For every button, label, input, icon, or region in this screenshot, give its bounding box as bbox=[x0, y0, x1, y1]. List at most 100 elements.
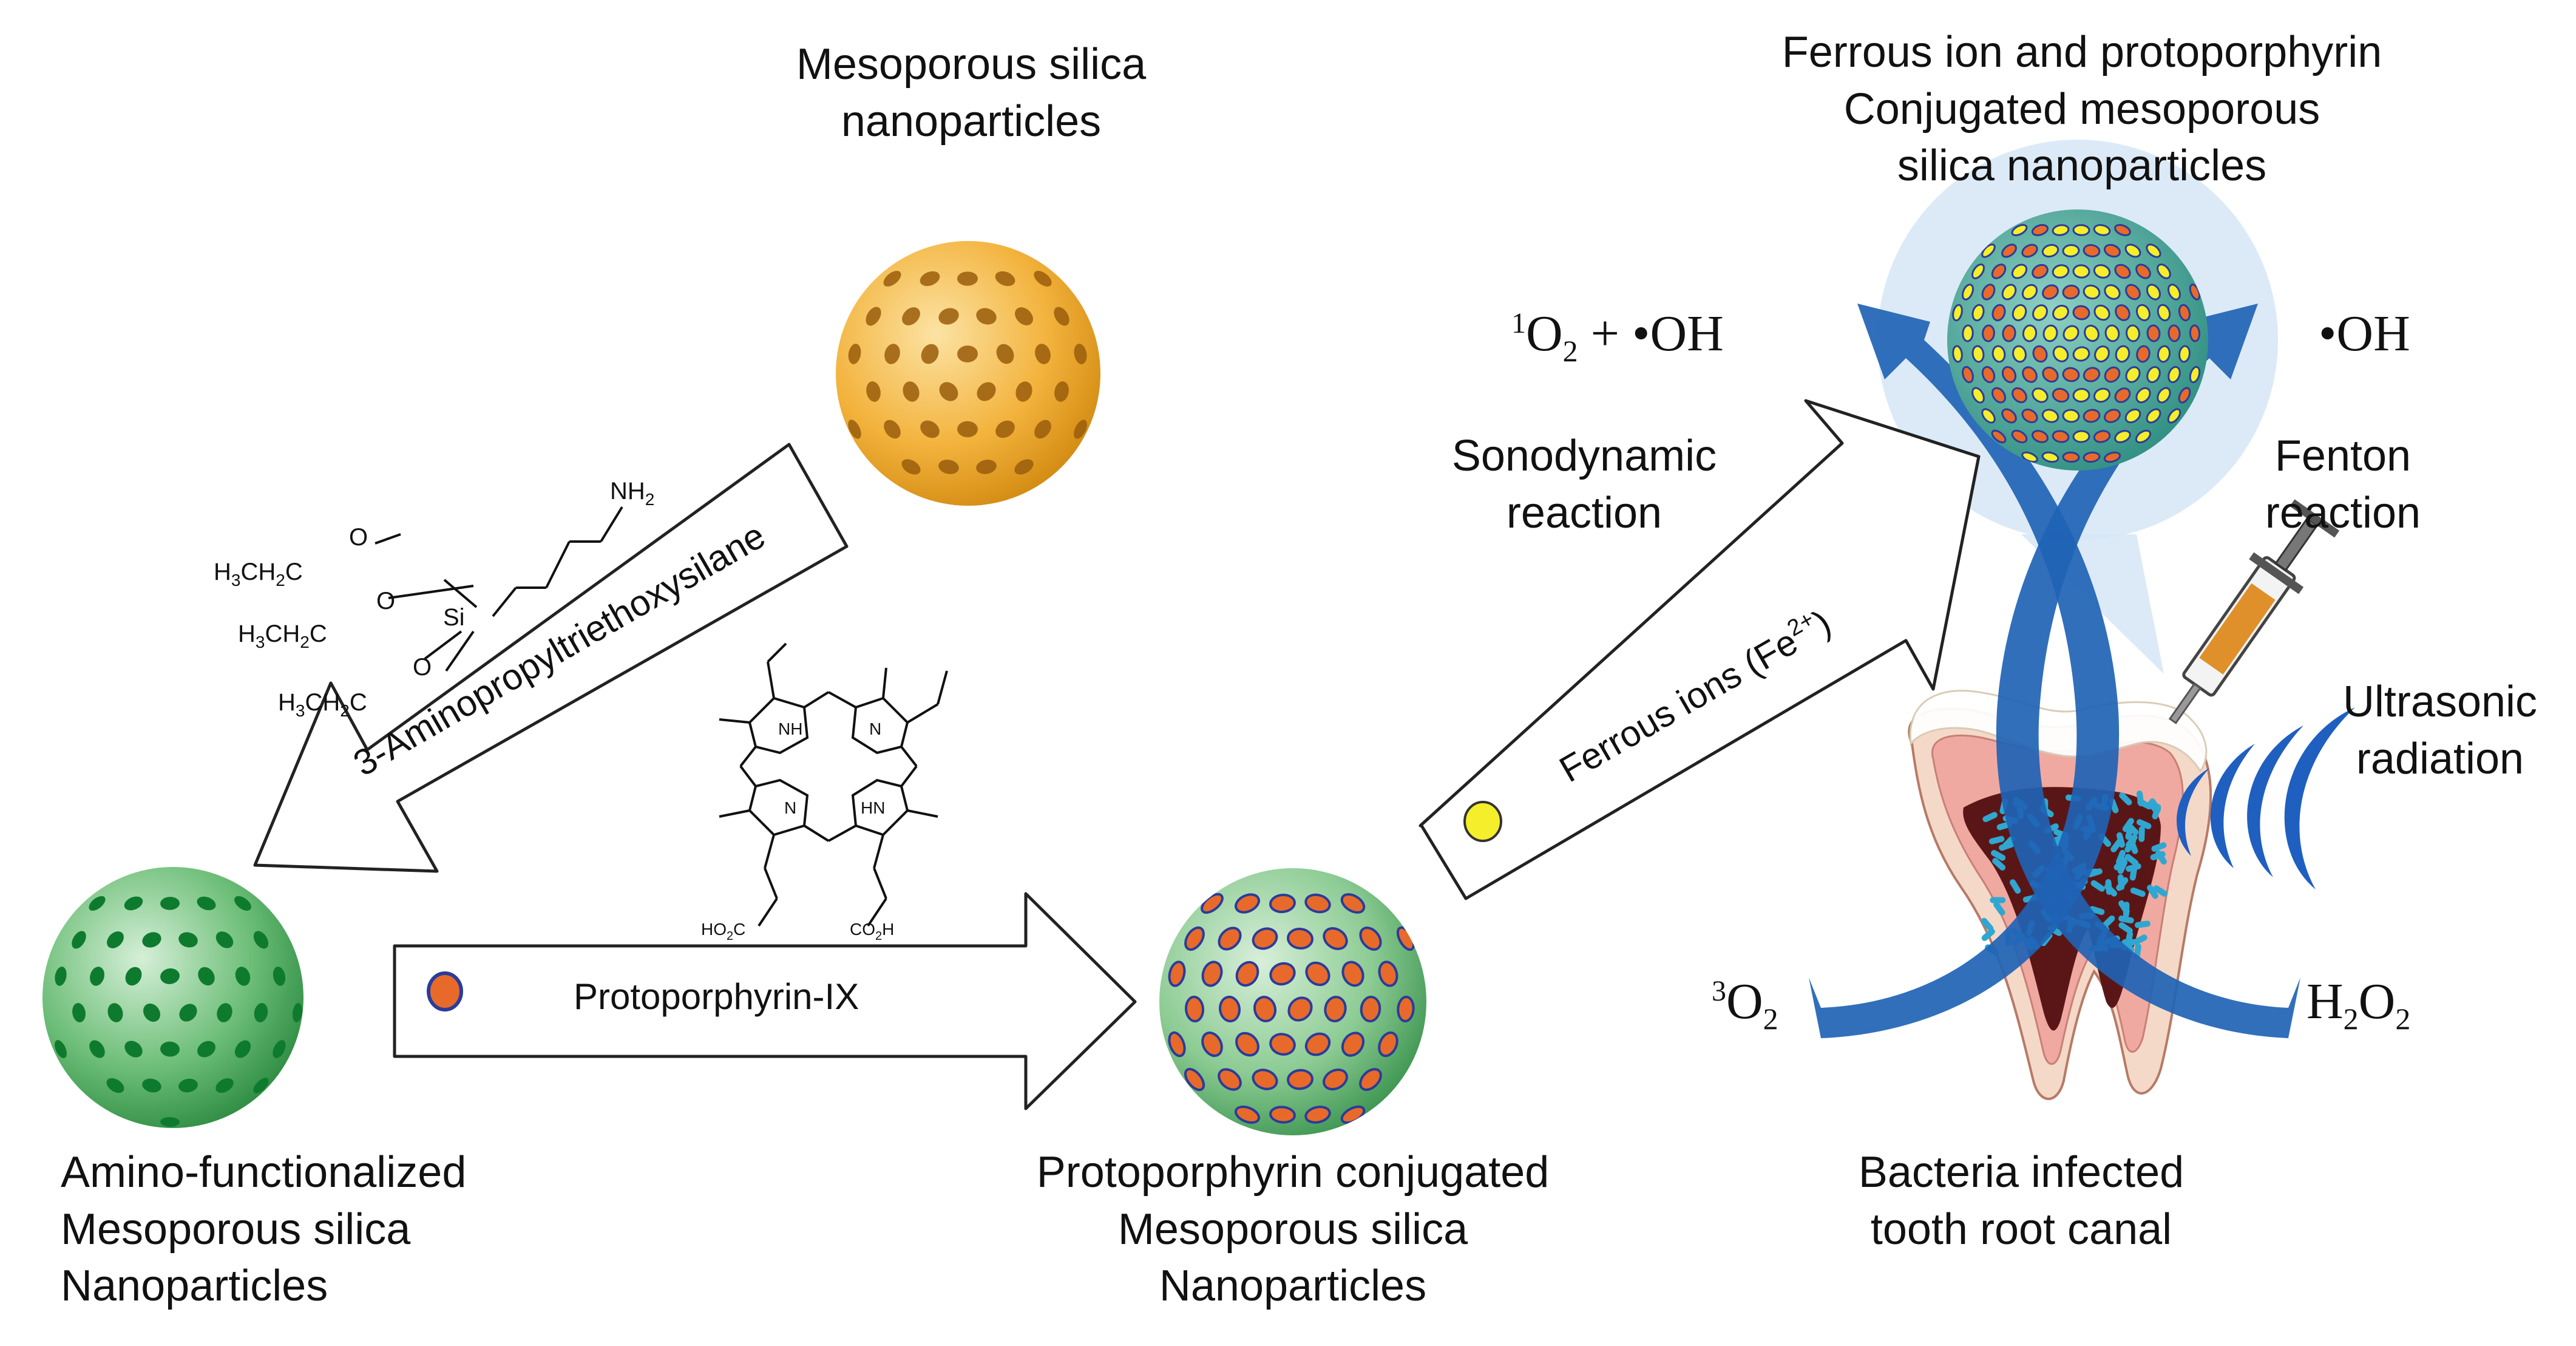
ppix-dot bbox=[2178, 387, 2191, 404]
ppix-dot bbox=[1287, 996, 1313, 1022]
bacterium bbox=[2121, 939, 2135, 953]
ppix-dot bbox=[2052, 387, 2070, 403]
pore-dot bbox=[1014, 459, 1034, 475]
ppix-dot bbox=[1359, 1068, 1382, 1091]
pore-dot bbox=[848, 420, 861, 439]
ppix-dot bbox=[1360, 996, 1381, 1022]
pore-dot bbox=[106, 1078, 124, 1093]
ferrous-dot bbox=[1971, 304, 1985, 322]
ppix-dot bbox=[2083, 451, 2101, 463]
pore-dot bbox=[179, 1004, 197, 1022]
ppix-dot bbox=[1234, 1105, 1261, 1124]
ppix-dot bbox=[2021, 243, 2038, 258]
ppix-dot bbox=[2002, 324, 2016, 342]
pore-dot bbox=[866, 307, 881, 326]
pore-dot bbox=[198, 967, 215, 986]
ferrous-dot bbox=[2178, 345, 2191, 363]
pore-dot bbox=[938, 460, 959, 474]
ferrous-dot bbox=[2126, 324, 2140, 342]
ppix-dot bbox=[2103, 243, 2121, 258]
ferrous-dot bbox=[2052, 305, 2069, 321]
ppix-dot bbox=[1219, 996, 1241, 1022]
ferrous-dot bbox=[2146, 243, 2161, 258]
ferrous-dot bbox=[2146, 408, 2161, 424]
ferrous-dot bbox=[1971, 263, 1985, 279]
label-protoporphyrin-conjugated: Protoporphyrin conjugated Mesoporous sil… bbox=[1036, 1148, 1550, 1311]
ppix-dot bbox=[1201, 960, 1223, 987]
ferrous-dot bbox=[2157, 263, 2171, 279]
ferrous-dot bbox=[2084, 324, 2100, 342]
ferrous-dot bbox=[1971, 387, 1985, 404]
bacterium bbox=[2147, 885, 2158, 899]
ppix-dot bbox=[1252, 1069, 1278, 1090]
bacterium bbox=[2118, 915, 2134, 923]
ppix-dot bbox=[1304, 1032, 1331, 1056]
label-ferrous-conjugated: Ferrous ion and protoporphyrin Conjugate… bbox=[1781, 28, 2382, 191]
bacterium bbox=[1992, 858, 2006, 871]
bacterium bbox=[2136, 790, 2144, 807]
bacterium bbox=[2010, 879, 2021, 894]
bacterium bbox=[2124, 854, 2139, 866]
ppix-dot bbox=[2104, 366, 2121, 383]
ppix-dot bbox=[1304, 1106, 1331, 1124]
pore-dot bbox=[90, 967, 104, 986]
pore-dot bbox=[89, 1040, 105, 1058]
bacterium bbox=[2105, 879, 2112, 895]
ferrous-dot bbox=[2021, 284, 2038, 301]
bacterium bbox=[1988, 835, 2005, 845]
ferrous-dot bbox=[1981, 243, 1996, 258]
ferrous-dot bbox=[2157, 345, 2171, 363]
ferrous-dot bbox=[2001, 284, 2017, 301]
ferrous-dot bbox=[2062, 325, 2079, 342]
bacterium bbox=[1993, 902, 2005, 916]
ppix-dot bbox=[2189, 324, 2201, 342]
ferrous-dot bbox=[2072, 388, 2090, 403]
pore-dot bbox=[976, 308, 997, 325]
svg-text:HN: HN bbox=[861, 798, 885, 817]
bacterium bbox=[1990, 897, 2006, 903]
ppix-dot bbox=[2062, 367, 2080, 382]
bacterium bbox=[2155, 850, 2167, 865]
svg-text:O: O bbox=[349, 524, 368, 551]
ferrous-dot bbox=[2072, 224, 2090, 236]
pore-dot bbox=[902, 307, 920, 325]
ferrous-dot bbox=[1991, 345, 2006, 363]
pore-dot bbox=[178, 932, 198, 948]
ppix-dot bbox=[2042, 366, 2059, 383]
ppix-dot-icon bbox=[427, 971, 463, 1011]
pore-dot bbox=[883, 271, 901, 287]
ppix-dot bbox=[2032, 345, 2048, 363]
pore-dot bbox=[197, 896, 216, 911]
ferrous-dot bbox=[2124, 243, 2141, 258]
ppix-dot bbox=[1253, 996, 1277, 1022]
bacterium bbox=[1982, 812, 1998, 823]
ppix-dot bbox=[2001, 243, 2017, 258]
ppix-dot bbox=[1287, 1069, 1313, 1090]
ppix-dot bbox=[1269, 1033, 1296, 1056]
bacterium bbox=[2130, 887, 2146, 897]
ppix-dot bbox=[2032, 263, 2049, 279]
ppix-dot bbox=[1962, 365, 1974, 384]
pore-dot bbox=[142, 1078, 161, 1093]
ppix-dot bbox=[2168, 324, 2181, 342]
ferrous-dot bbox=[2094, 345, 2110, 363]
label-hydrogen-peroxide: H2O2 bbox=[2307, 973, 2411, 1036]
svg-text:O: O bbox=[413, 654, 432, 681]
pore-dot bbox=[142, 932, 161, 948]
pore-dot bbox=[235, 967, 251, 986]
label-fenton: Fenton reaction bbox=[2265, 432, 2421, 537]
bacterium bbox=[2126, 834, 2138, 848]
ferrous-dot bbox=[1961, 284, 1974, 301]
ferrous-dot bbox=[2135, 387, 2151, 404]
ferrous-dot bbox=[2062, 244, 2080, 257]
bacterium bbox=[2118, 922, 2133, 934]
ferrous-dot bbox=[2012, 304, 2027, 322]
label-amino-functionalized: Amino-functionalized Mesoporous silica N… bbox=[61, 1148, 467, 1311]
protoporphyrin-conjugated-particle bbox=[1159, 868, 1426, 1135]
ferrous-dot bbox=[2093, 224, 2111, 236]
bacterium bbox=[2123, 902, 2130, 918]
ppix-dot bbox=[2093, 430, 2111, 443]
ppix-dot bbox=[2114, 224, 2131, 236]
pore-dot bbox=[1035, 344, 1051, 364]
